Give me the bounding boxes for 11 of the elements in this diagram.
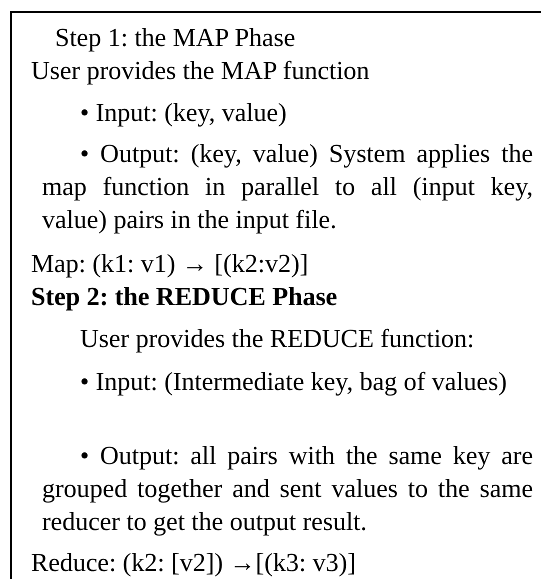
bullet-item: • Output: all pairs with the same key are grouped together and sent values to the same reducer to get the output result. [42,440,533,538]
formula: Reduce: (k2: [v2]) →[(k3: v3)] [31,547,357,579]
paragraph: User provides the REDUCE function: [80,323,476,355]
paragraph: User provides the MAP function [31,55,370,87]
bullet-item: • Output: (key, value) System applies the map function in parallel to all (input key, value) pairs in the input file. [42,138,533,236]
bullet-item: • Input: (key, value) [79,97,288,129]
formula: Map: (k1: v1) → [(k2:v2)] [31,248,310,280]
bullet-item: • Input: (Intermediate key, bag of values) [79,366,508,398]
text-box [10,11,541,579]
heading: Step 1: the MAP Phase [55,22,296,54]
heading: Step 2: the REDUCE Phase [31,281,338,313]
